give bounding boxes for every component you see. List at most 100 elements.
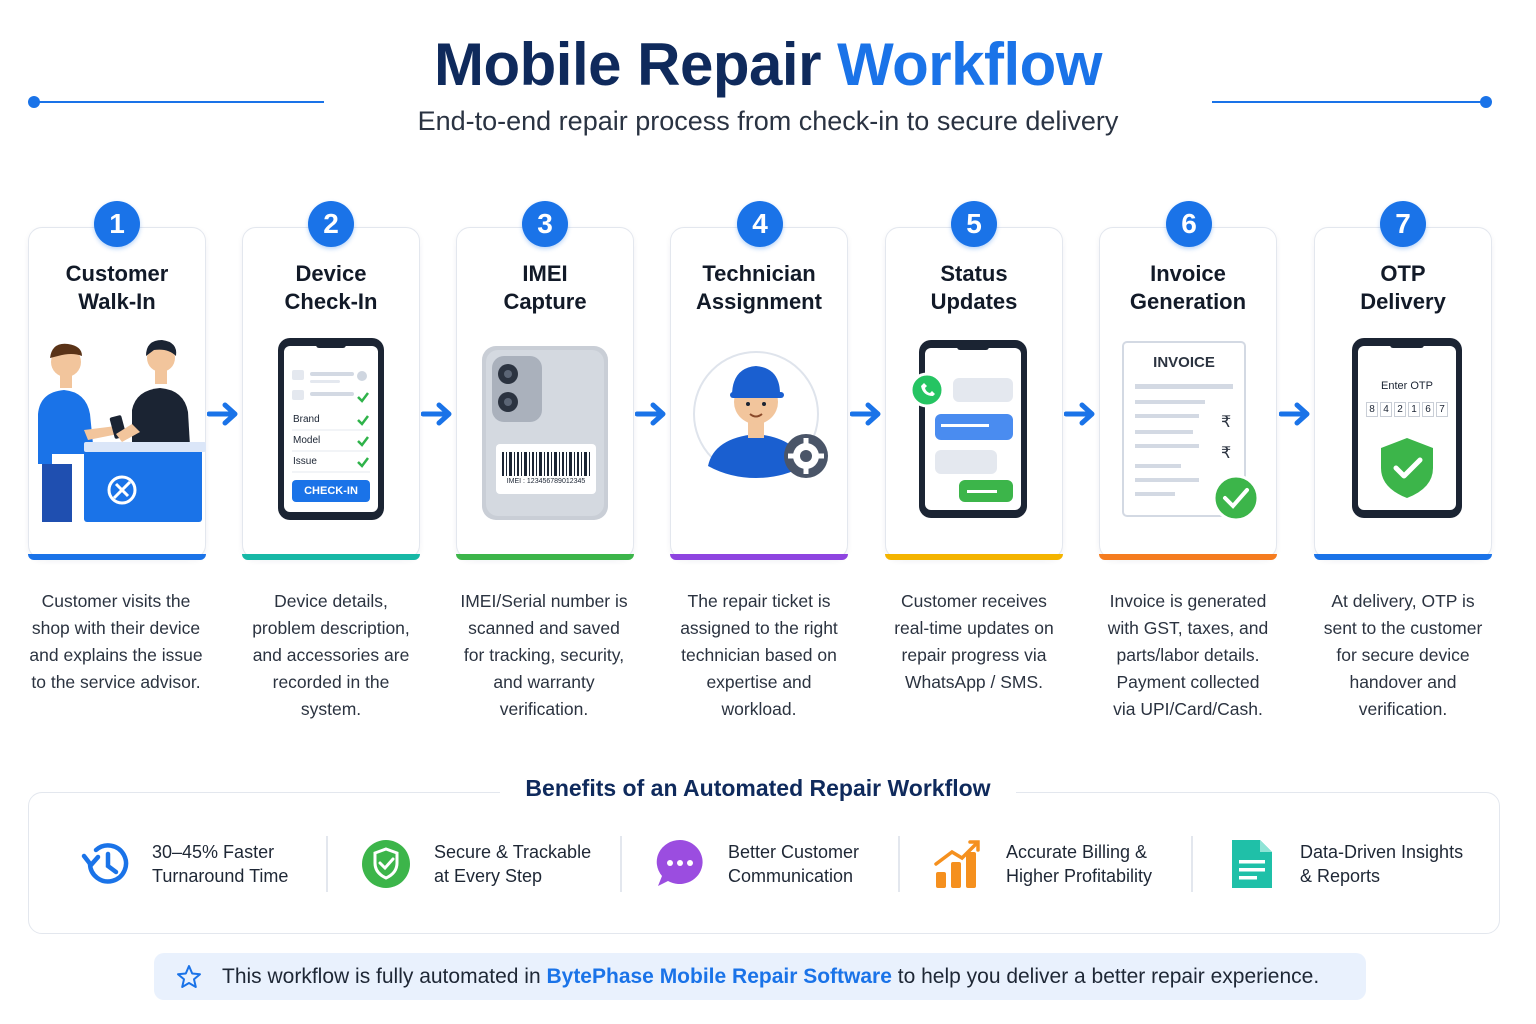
step-title-line: Invoice	[1150, 261, 1226, 286]
decorative-line-right	[1212, 101, 1486, 103]
technician-avatar-illustration	[670, 334, 848, 524]
form-row-label: Brand	[293, 414, 320, 425]
form-row-label: Issue	[293, 456, 317, 467]
otp-label: Enter OTP	[1381, 380, 1433, 392]
step-accent-bar	[1099, 554, 1277, 560]
step-title-line: Check-In	[284, 289, 378, 314]
chat-bubble-icon	[656, 839, 703, 886]
arrow-right-icon	[1064, 402, 1095, 426]
step-title-line: Status	[940, 261, 1008, 286]
benefit-divider	[326, 836, 328, 892]
otp-digit: 2	[1394, 402, 1406, 417]
description-line: Device details,	[274, 591, 388, 611]
invoice-document-illustration: INVOICE ₹ ₹	[1099, 334, 1277, 524]
benefit-text: Data-Driven Insights& Reports	[1300, 840, 1463, 888]
decorative-dot-left	[28, 96, 40, 108]
description-line: Customer visits the	[41, 591, 191, 611]
benefit-text-line: 30–45% Faster	[152, 842, 275, 862]
description-line: problem description,	[252, 618, 410, 638]
description-line: and accessories are	[252, 645, 410, 665]
step-accent-bar	[670, 554, 848, 560]
description-line: for secure device	[1336, 645, 1470, 665]
star-icon	[177, 964, 201, 988]
description-line: verification.	[499, 699, 589, 719]
footer-brand-link[interactable]: BytePhase Mobile Repair Software	[546, 964, 892, 988]
currency-symbol: ₹	[1221, 414, 1232, 431]
benefit-text-line: Secure & Trackable	[434, 842, 592, 862]
benefit-accurate-billing: Accurate Billing & Higher Profitability	[932, 834, 1152, 894]
footer-text-after: to help you deliver a better repair expe…	[897, 964, 1320, 988]
otp-digit: 4	[1380, 402, 1392, 417]
decorative-line-left	[34, 101, 324, 103]
benefit-text-line: Higher Profitability	[1006, 866, 1153, 886]
step-number-badge: 1	[94, 201, 140, 247]
step-description: Customer visits the shop with their devic…	[18, 588, 214, 696]
step-description: Device details, problem description, and a…	[233, 588, 429, 723]
benefit-text-line: Data-Driven Insights	[1300, 842, 1464, 862]
step-accent-bar	[1314, 554, 1492, 560]
description-line: verification.	[1358, 699, 1448, 719]
step-title-line: Device	[295, 261, 367, 286]
step-accent-bar	[456, 554, 634, 560]
description-line: workload.	[721, 699, 797, 719]
phone-otp-shield-illustration: Enter OTP 8 4 2 1 6 7	[1314, 334, 1492, 524]
step-title-line: IMEI	[522, 261, 568, 286]
benefit-divider	[898, 836, 900, 892]
description-line: via UPI/Card/Cash.	[1113, 699, 1263, 719]
phone-back-barcode-illustration: IMEI : 123456789012345	[456, 334, 634, 524]
step-description: At delivery, OTP is sent to the customer f…	[1305, 588, 1501, 723]
description-line: system.	[300, 699, 362, 719]
otp-digit: 7	[1436, 402, 1448, 417]
bar-chart-icon	[934, 840, 980, 888]
description-line: Payment collected	[1116, 672, 1260, 692]
description-line: IMEI/Serial number is	[460, 591, 628, 611]
step-title-line: Technician	[702, 261, 816, 286]
description-line: shop with their device	[31, 618, 201, 638]
customer-advisor-illustration	[28, 334, 206, 524]
description-line: and warranty	[493, 672, 595, 692]
description-line: technician based on	[681, 645, 837, 665]
description-line: At delivery, OTP is	[1331, 591, 1475, 611]
description-line: assigned to the right	[680, 618, 838, 638]
description-line: WhatsApp / SMS.	[904, 672, 1044, 692]
page-subtitle: End-to-end repair process from check-in …	[417, 106, 1119, 136]
step-number-badge: 7	[1380, 201, 1426, 247]
benefit-text-line: Communication	[728, 866, 854, 886]
description-line: Invoice is generated	[1109, 591, 1267, 611]
step-accent-bar	[885, 554, 1063, 560]
description-line: real-time updates on	[894, 618, 1054, 638]
arrow-right-icon	[207, 402, 238, 426]
benefit-text-line: Accurate Billing &	[1006, 842, 1148, 862]
document-icon	[1232, 840, 1272, 888]
clock-history-icon	[81, 843, 129, 884]
arrow-right-icon	[421, 402, 452, 426]
benefit-text-line: at Every Step	[434, 866, 543, 886]
otp-digit: 1	[1408, 402, 1420, 417]
form-row-label: Model	[293, 435, 321, 446]
footer-text: This workflow is fully automated in Byte…	[222, 965, 1319, 989]
description-line: The repair ticket is	[687, 591, 831, 611]
shield-check-icon	[362, 840, 410, 888]
step-title-line: Updates	[930, 289, 1018, 314]
arrow-right-icon	[635, 402, 666, 426]
step-accent-bar	[242, 554, 420, 560]
benefits-title: Benefits of an Automated Repair Workflow	[500, 775, 1016, 802]
step-number-badge: 4	[737, 201, 783, 247]
step-title-line: Customer	[65, 261, 169, 286]
step-title-line: OTP	[1380, 261, 1426, 286]
benefit-data-insights: Data-Driven Insights& Reports	[1226, 834, 1463, 894]
description-line: parts/labor details.	[1116, 645, 1260, 665]
benefit-divider	[620, 836, 622, 892]
description-line: Customer receives	[901, 591, 1047, 611]
footer-banner: This workflow is fully automated in Byte…	[154, 953, 1366, 1000]
description-line: sent to the customer	[1323, 618, 1483, 638]
description-line: repair progress via	[901, 645, 1047, 665]
decorative-dot-right	[1480, 96, 1492, 108]
